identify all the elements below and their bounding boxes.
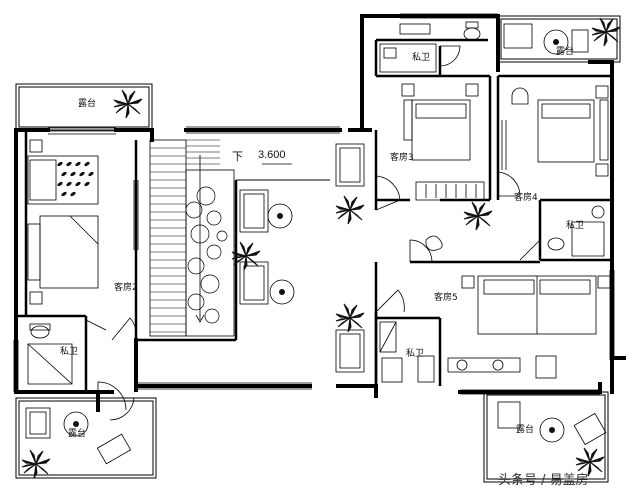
- bed-pattern-leaf: [70, 171, 76, 177]
- elevation-label: 3.600: [258, 149, 286, 161]
- terrace-label-top-left: 露台: [78, 97, 96, 109]
- bed-pattern-leaf: [84, 161, 90, 167]
- bed-pattern-leaf: [57, 161, 63, 167]
- palm-plant-icon: [335, 303, 365, 333]
- bedroom3-furniture: [401, 83, 485, 201]
- bed2-pattern: [57, 161, 94, 197]
- bedroom4-furniture: [501, 85, 609, 177]
- bed-pattern-leaf: [57, 181, 63, 187]
- bedroom3-label: 客房3: [390, 151, 414, 163]
- palm-plant-icon: [591, 17, 621, 47]
- bed-pattern-leaf: [61, 171, 67, 177]
- bath-label-bottom: 私卫: [406, 348, 424, 359]
- bedroom5-label: 客房5: [434, 291, 458, 303]
- terrace-furniture: [25, 23, 607, 465]
- bed-pattern-leaf: [66, 181, 72, 187]
- palm-plant-icon: [335, 195, 365, 225]
- palm-plant-icon: [575, 447, 605, 477]
- interior-walls: [16, 38, 612, 392]
- bed-pattern-leaf: [75, 181, 81, 187]
- bath-label-left: 私卫: [60, 346, 78, 357]
- lounge-furniture: [239, 143, 365, 373]
- bath5-fixtures: [379, 321, 435, 383]
- bedroom2-label: 客房2: [114, 281, 138, 293]
- bath-label-right: 私卫: [566, 220, 584, 231]
- bath4-fixtures: [547, 205, 605, 257]
- bedroom4-label: 客房4: [514, 191, 538, 203]
- bedroom5-furniture: [447, 275, 611, 379]
- terrace-label-top-right: 露台: [556, 45, 574, 57]
- windows: [13, 13, 615, 395]
- watermark: 头条号 / 易盖房: [498, 472, 589, 488]
- bed-pattern-leaf: [75, 161, 81, 167]
- bath-top-fixtures: [379, 21, 481, 73]
- palm-plant-icon: [113, 89, 143, 119]
- terrace-label-bottom-left: 露台: [68, 427, 86, 439]
- bed-pattern-leaf: [79, 171, 85, 177]
- bed-pattern-leaf: [84, 181, 90, 187]
- bed-pattern-leaf: [61, 191, 67, 197]
- stair-treads: [150, 139, 220, 333]
- terrace-label-bottom-right: 露台: [516, 423, 534, 435]
- bath-label-top: 私卫: [412, 52, 430, 63]
- palm-plant-icon: [463, 201, 493, 231]
- bedroom2-furniture: [27, 139, 139, 305]
- bath-left-fixtures: [27, 323, 73, 385]
- floor-ornament-icon: [425, 235, 443, 251]
- doors: [85, 45, 541, 421]
- bed-pattern-leaf: [66, 161, 72, 167]
- terrace-rugs: [73, 39, 559, 433]
- palm-plant-icon: [21, 449, 51, 479]
- planter-group: [185, 186, 228, 324]
- stair-down-label: 下: [232, 151, 243, 163]
- stair-arrow: [195, 155, 205, 323]
- terrace-outlines: [15, 15, 621, 483]
- bed-pattern-leaf: [70, 191, 76, 197]
- bed-pattern-leaf: [88, 171, 94, 177]
